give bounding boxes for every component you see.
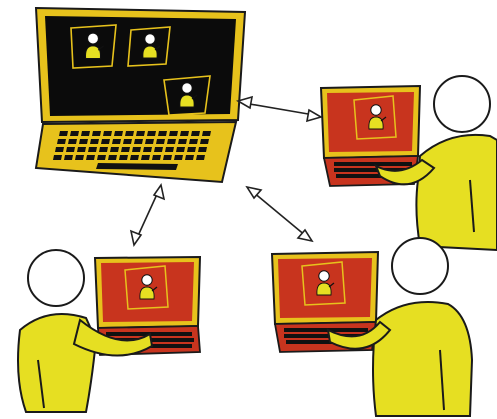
client-bottom-right (272, 238, 472, 416)
video-participant-icon (125, 266, 168, 309)
host-laptop (36, 8, 245, 182)
double-arrow-icon (131, 185, 164, 245)
host-participant-tile-2 (128, 27, 170, 66)
client-bottom-left (18, 250, 200, 412)
double-arrow-icon (238, 97, 321, 121)
host-participant-tile-1 (71, 25, 116, 68)
double-arrow-icon (247, 187, 312, 241)
video-participant-icon (302, 262, 345, 305)
video-participant-icon (354, 96, 396, 139)
host-participant-tile-3 (164, 76, 210, 115)
client-right (321, 76, 497, 250)
